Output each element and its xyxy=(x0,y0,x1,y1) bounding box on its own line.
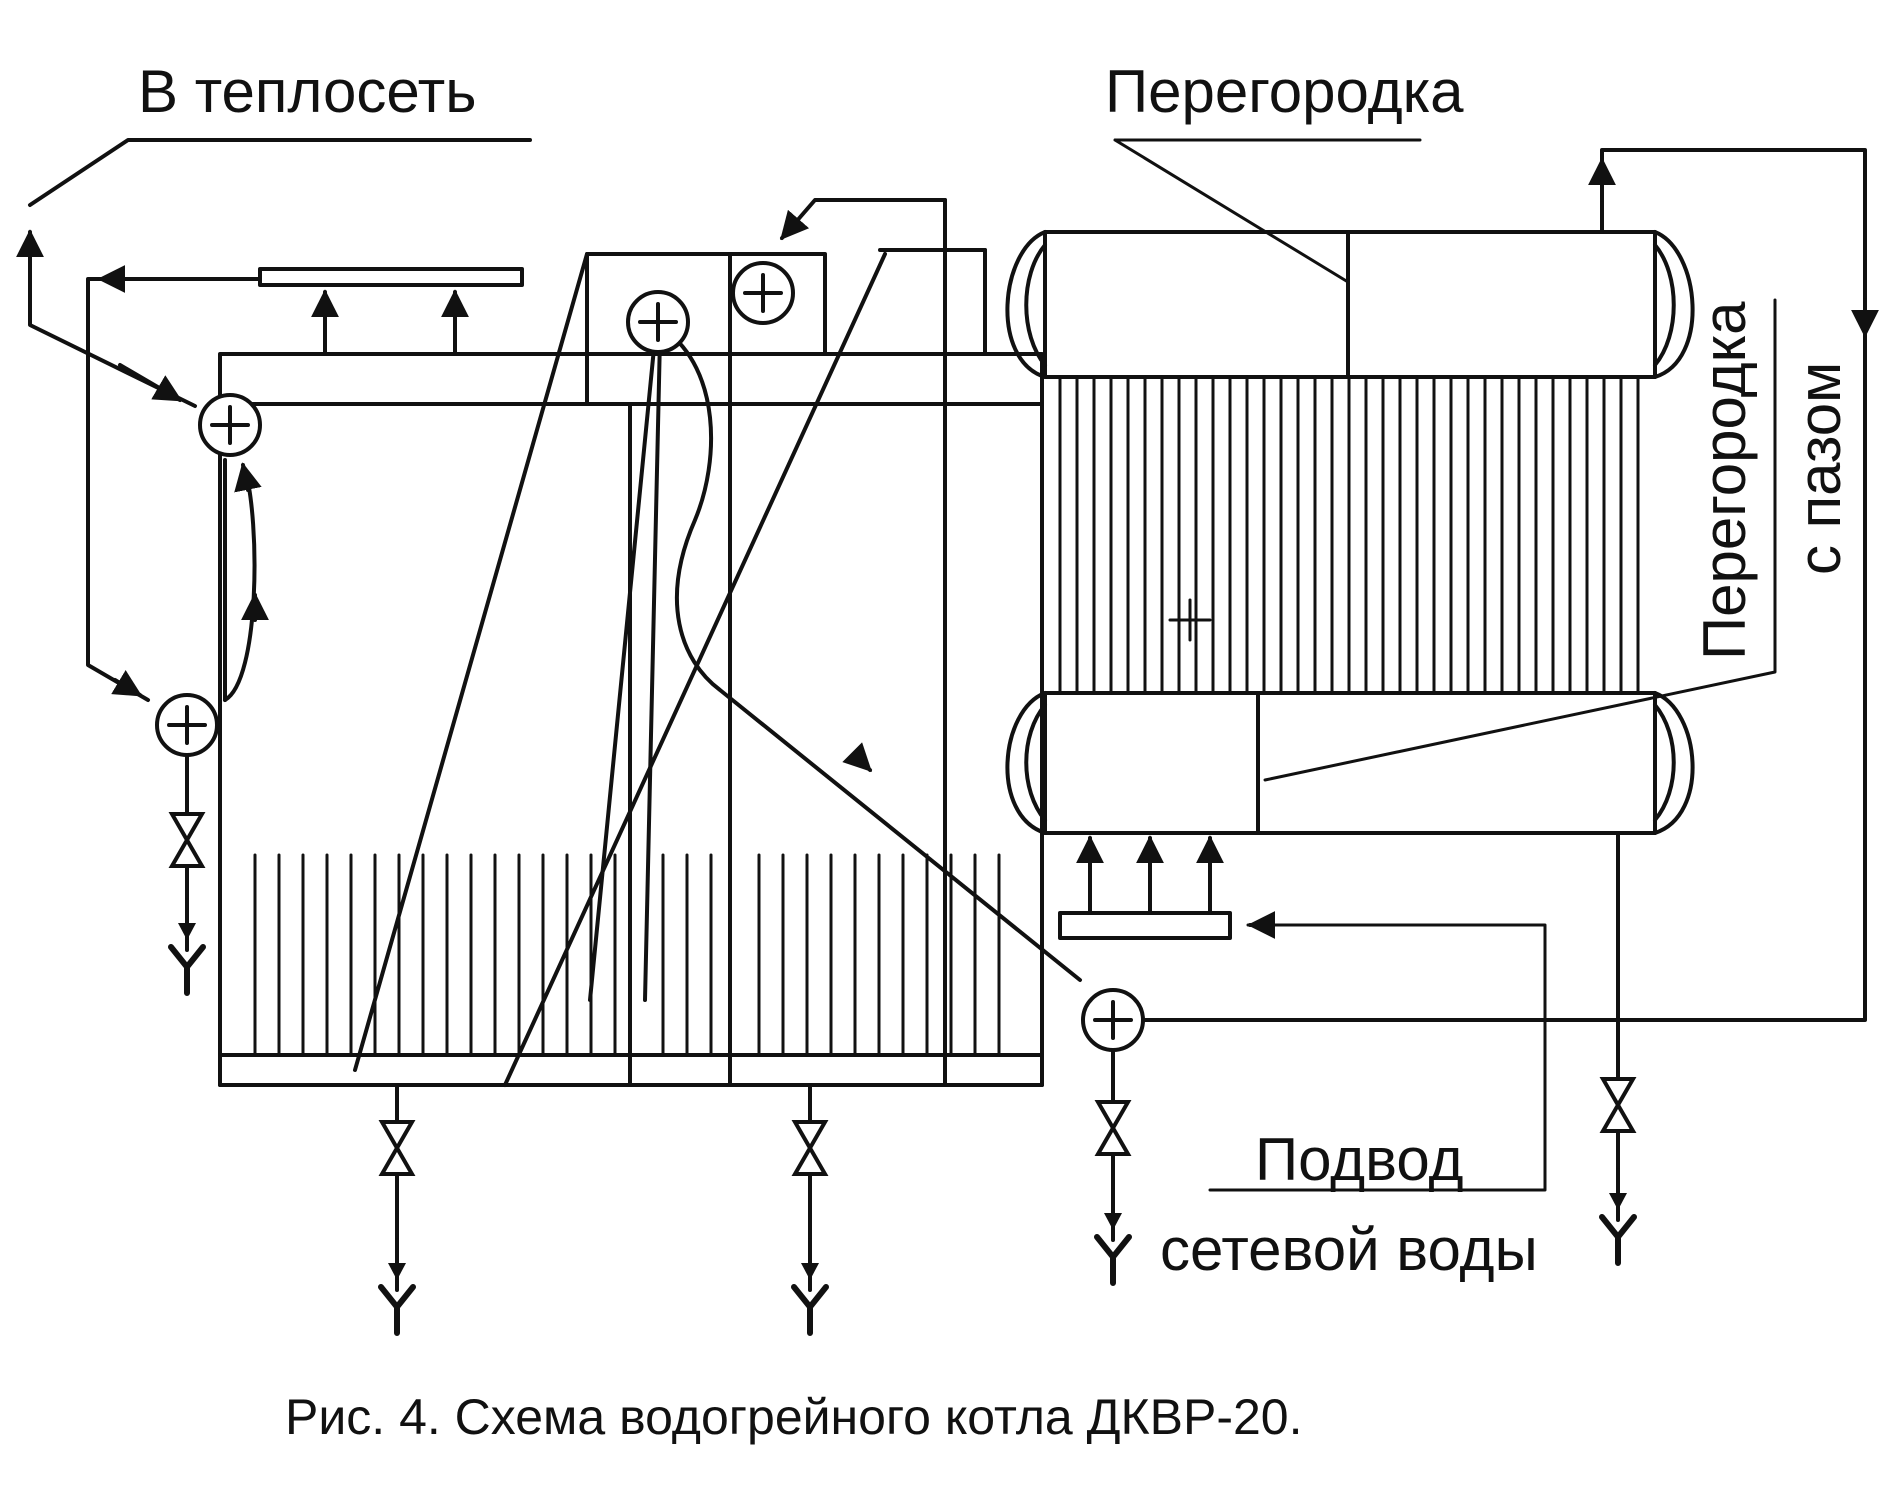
partition-leader xyxy=(1113,138,1422,284)
valve-icon xyxy=(378,1120,416,1176)
valve-icon xyxy=(1599,1077,1637,1133)
drain-arrow-icon xyxy=(168,898,206,996)
valve-icon xyxy=(168,812,206,868)
drain-symbols xyxy=(168,898,1637,1336)
figure-caption: Рис. 4. Схема водогрейного котла ДКВР-20… xyxy=(285,1389,1303,1445)
label-to-heat-network: В теплосеть xyxy=(138,58,477,125)
groove-partition-leader xyxy=(1263,298,1777,782)
water-supply-leader xyxy=(1208,923,1547,1192)
valve-icon xyxy=(791,1120,829,1176)
label-water-supply-1: Подвод xyxy=(1255,1126,1464,1193)
header-top-box xyxy=(731,261,795,325)
header-bottom-left xyxy=(155,693,219,757)
drain-arrow-icon xyxy=(378,1238,416,1336)
bottom-collector xyxy=(218,1053,1044,1087)
drain-arrow-icon xyxy=(791,1238,829,1336)
drain-arrow-icon xyxy=(1599,1168,1637,1266)
upper-drum xyxy=(1005,230,1695,379)
top-distributor xyxy=(86,265,524,702)
top-boxes xyxy=(585,198,987,406)
header-top-middle xyxy=(626,290,690,354)
header-top-left xyxy=(198,393,262,457)
header-bottom-right xyxy=(1081,988,1145,1052)
valve-icon xyxy=(1094,1100,1132,1156)
furnace-screen-tubes xyxy=(253,853,1001,1057)
wavy-return-pipe xyxy=(663,328,1082,982)
headers xyxy=(155,261,1145,1052)
valves xyxy=(168,812,1637,1176)
label-partition-with-groove-2: с пазом xyxy=(1786,361,1853,575)
label-partition: Перегородка xyxy=(1105,58,1464,125)
convective-tubes xyxy=(1058,375,1640,695)
drain-arrow-icon xyxy=(1094,1188,1132,1286)
label-water-supply-2: сетевой воды xyxy=(1160,1216,1538,1283)
to-heat-network-pipe xyxy=(28,138,532,207)
label-partition-with-groove-1: Перегородка xyxy=(1691,301,1758,660)
center-mark xyxy=(1168,598,1212,642)
diagonal-pipes xyxy=(353,252,887,1087)
inlet-manifold xyxy=(1058,835,1232,940)
